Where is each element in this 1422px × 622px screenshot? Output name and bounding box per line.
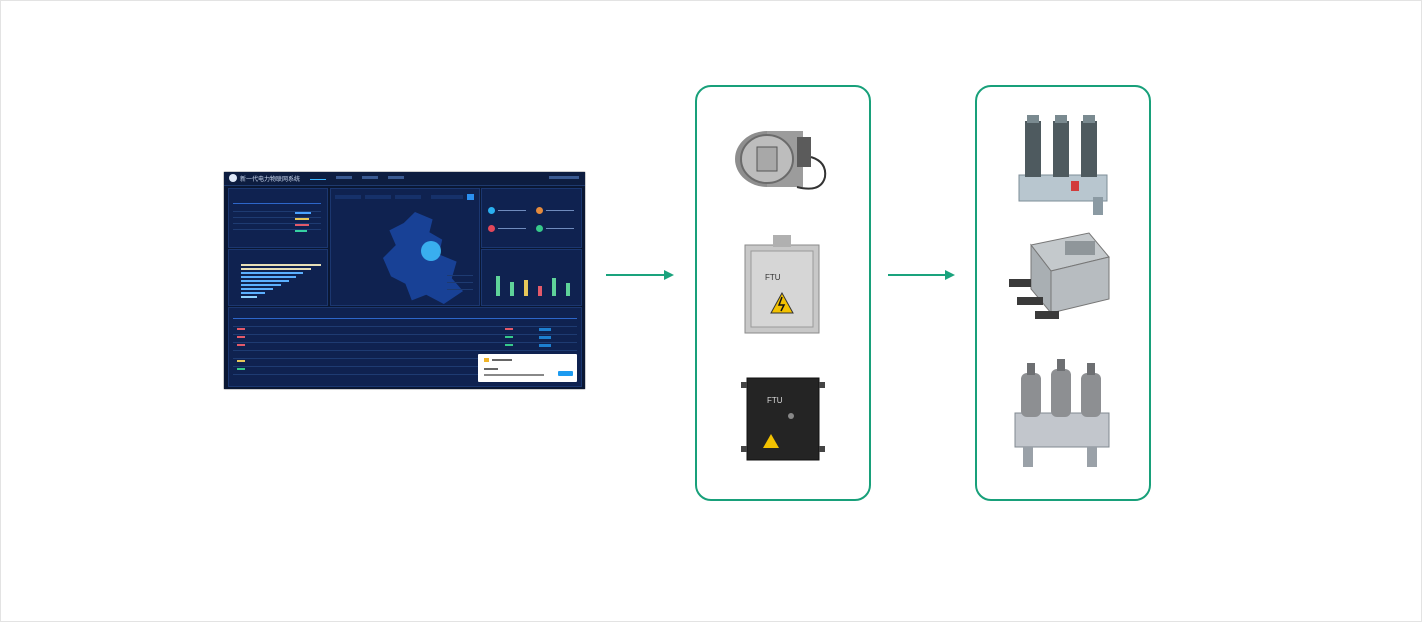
dashboard-popup-button: [558, 371, 573, 376]
dashboard-nav-item: [336, 176, 352, 179]
pole-switch-device: [1009, 232, 1110, 319]
dashboard-title: 新一代电力物联网系统: [240, 177, 301, 183]
arrow-2-line: [888, 274, 946, 276]
ftu-cylinder-device: [735, 131, 827, 190]
dashboard-panel-stats: [228, 188, 328, 248]
ftu-black-label: FTU: [767, 396, 783, 405]
vacuum-switch-device: [1014, 359, 1110, 467]
ftu-stainless-device: [744, 235, 820, 334]
arrow-1-line: [606, 274, 666, 276]
switch-device-box: [975, 85, 1151, 501]
dashboard-alarm-popup: [478, 354, 577, 382]
dashboard-logo-icon: [229, 174, 237, 182]
dashboard-map-highlight: [421, 241, 441, 261]
ftu-black-device: [741, 377, 825, 461]
dashboard-panel-alarms: [481, 188, 582, 248]
dashboard-user-area: [549, 176, 579, 179]
vacuum-breaker-device: [1018, 115, 1108, 215]
dashboard-panel-table: [228, 307, 582, 387]
dashboard-thumbnail: 新一代电力物联网系统: [224, 172, 585, 389]
dashboard-topbar: 新一代电力物联网系统: [224, 172, 585, 186]
dashboard-nav-item: [310, 176, 326, 180]
dashboard-nav-item: [388, 176, 404, 179]
ftu-device-box: FTU FTU: [695, 85, 871, 501]
arrow-2-head-icon: [945, 270, 955, 280]
dashboard-nav-item: [362, 176, 378, 179]
dashboard-panel-map: [330, 188, 480, 306]
ftu-stainless-label: FTU: [765, 273, 781, 282]
dashboard-panel-ranking: [228, 249, 328, 306]
arrow-1-head-icon: [664, 270, 674, 280]
dashboard-panel-chart: [481, 249, 582, 306]
